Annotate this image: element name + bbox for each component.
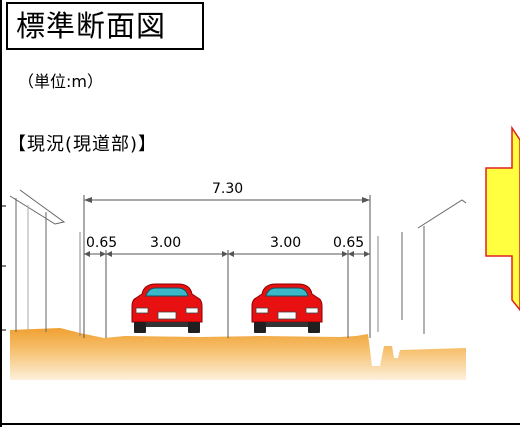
right-lane-label: 3.00 xyxy=(270,235,301,251)
arrow-a1 xyxy=(84,251,90,257)
arrow-b1 xyxy=(106,251,112,257)
right-shoulder-label: 0.65 xyxy=(333,235,364,251)
right-house xyxy=(401,199,467,334)
right-arrow xyxy=(485,125,520,312)
arrow-d2 xyxy=(364,251,370,257)
left-shoulder-label: 0.65 xyxy=(86,235,117,251)
ground-profile xyxy=(10,328,466,380)
arrow-c1 xyxy=(228,251,234,257)
diagram-title: 標準断面図 xyxy=(16,9,167,43)
title-box: 標準断面図 xyxy=(6,2,204,50)
frame-left-border xyxy=(0,0,2,427)
arrow-d1 xyxy=(348,251,354,257)
total-dim-arrow-left xyxy=(84,197,92,203)
total-width-label: 7.30 xyxy=(212,181,243,197)
arrow-a2 xyxy=(100,251,106,257)
unit-label: （単位:m） xyxy=(18,72,103,91)
arrow-c2 xyxy=(342,251,348,257)
section-label: 【現況(現道部)】 xyxy=(8,134,158,155)
frame-bottom-border xyxy=(0,423,520,425)
car-right xyxy=(251,283,323,333)
total-dim-arrow-right xyxy=(362,197,370,203)
left-house xyxy=(9,189,66,332)
left-lane-label: 3.00 xyxy=(150,235,181,251)
arrow-b2 xyxy=(222,251,228,257)
car-left xyxy=(131,283,203,333)
